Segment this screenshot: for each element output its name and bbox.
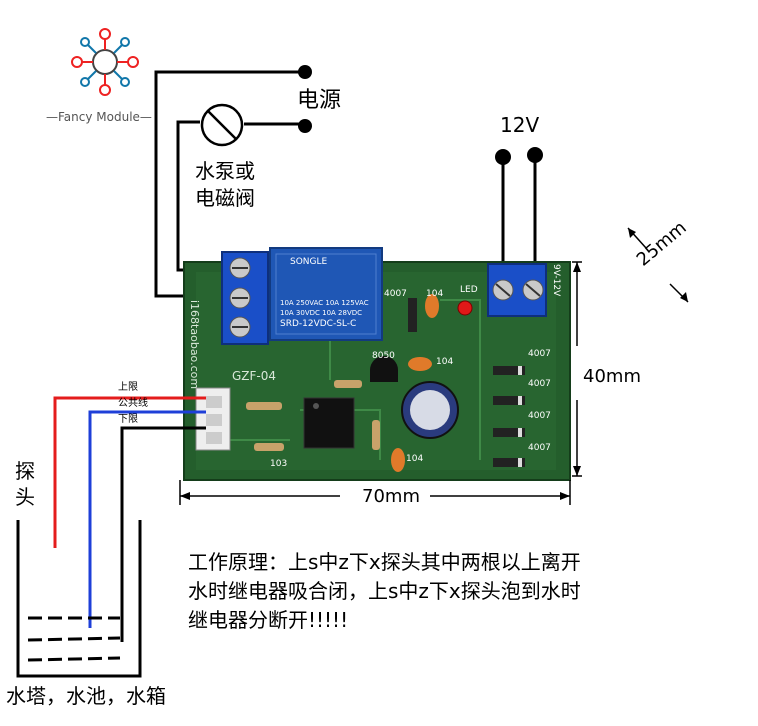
power-terminal-dot (298, 65, 312, 79)
board-model: GZF-04 (232, 369, 277, 383)
dc-terminal-dot (495, 149, 511, 165)
diode (408, 298, 417, 332)
board-vendor: i168taobao.com (188, 300, 201, 390)
relay-brand: SONGLE (290, 257, 328, 267)
diode-label: 4007 (528, 443, 551, 453)
probe-label: 探 头 (15, 459, 35, 509)
transistor (370, 356, 398, 382)
relay-model: SRD-12VDC-SL-C (280, 319, 357, 329)
dimension-width: 70mm (362, 486, 420, 507)
dc-terminal-dot (527, 147, 543, 163)
relay-rating-2: 10A 30VDC 10A 28VDC (280, 309, 363, 317)
power-label: 电源 (297, 88, 342, 113)
diode-column (493, 366, 525, 467)
wire-label-lower: 下限 (118, 414, 138, 425)
wire-label-common: 公共线 (118, 398, 148, 409)
led-label: LED (460, 285, 478, 295)
electrolytic-capacitor (401, 381, 459, 439)
water-tank (16, 520, 142, 678)
led (457, 300, 473, 316)
screw-terminal-power (487, 263, 547, 317)
capacitor (425, 294, 439, 318)
cap-label-3: 104 (406, 454, 424, 464)
ic-chip (303, 397, 355, 449)
probe-wires (53, 396, 206, 642)
wire-label-upper: 上限 (118, 382, 138, 393)
probe-connector (195, 387, 231, 451)
cap-label: 104 (426, 289, 444, 299)
transistor-label: 8050 (372, 351, 395, 361)
brand-name: —Fancy Module— (46, 110, 152, 124)
pump-label: 水泵或 电磁阀 (195, 159, 255, 210)
terminal-voltage-label: 9V-12V (551, 264, 561, 297)
diode-label-top: 4007 (384, 289, 407, 299)
power-terminal-dot (298, 119, 312, 133)
brand-name-text: Fancy Module (58, 110, 140, 124)
dimension-height: 40mm (583, 366, 641, 387)
pump-symbol-icon (200, 103, 244, 147)
container-label: 水塔，水池，水箱 (6, 684, 166, 708)
logo-icon (71, 28, 139, 96)
voltage-label: 12V (500, 113, 540, 137)
diode-label: 4007 (528, 379, 551, 389)
resistor-label: 103 (270, 459, 288, 469)
diode-label: 4007 (528, 411, 551, 421)
dimension-arrows (180, 228, 688, 500)
diode-label: 4007 (528, 349, 551, 359)
relay-rating-1: 10A 250VAC 10A 125VAC (280, 299, 369, 307)
cap-label-2: 104 (436, 357, 454, 367)
capacitor (408, 357, 432, 371)
capacitor (391, 448, 405, 472)
resistors (246, 380, 380, 451)
working-principle: 工作原理：上s中z下x探头其中两根以上离开水时继电器吸合闭，上s中z下x探头泡到… (188, 550, 581, 632)
relay (269, 247, 383, 341)
screw-terminal-load (221, 251, 269, 345)
